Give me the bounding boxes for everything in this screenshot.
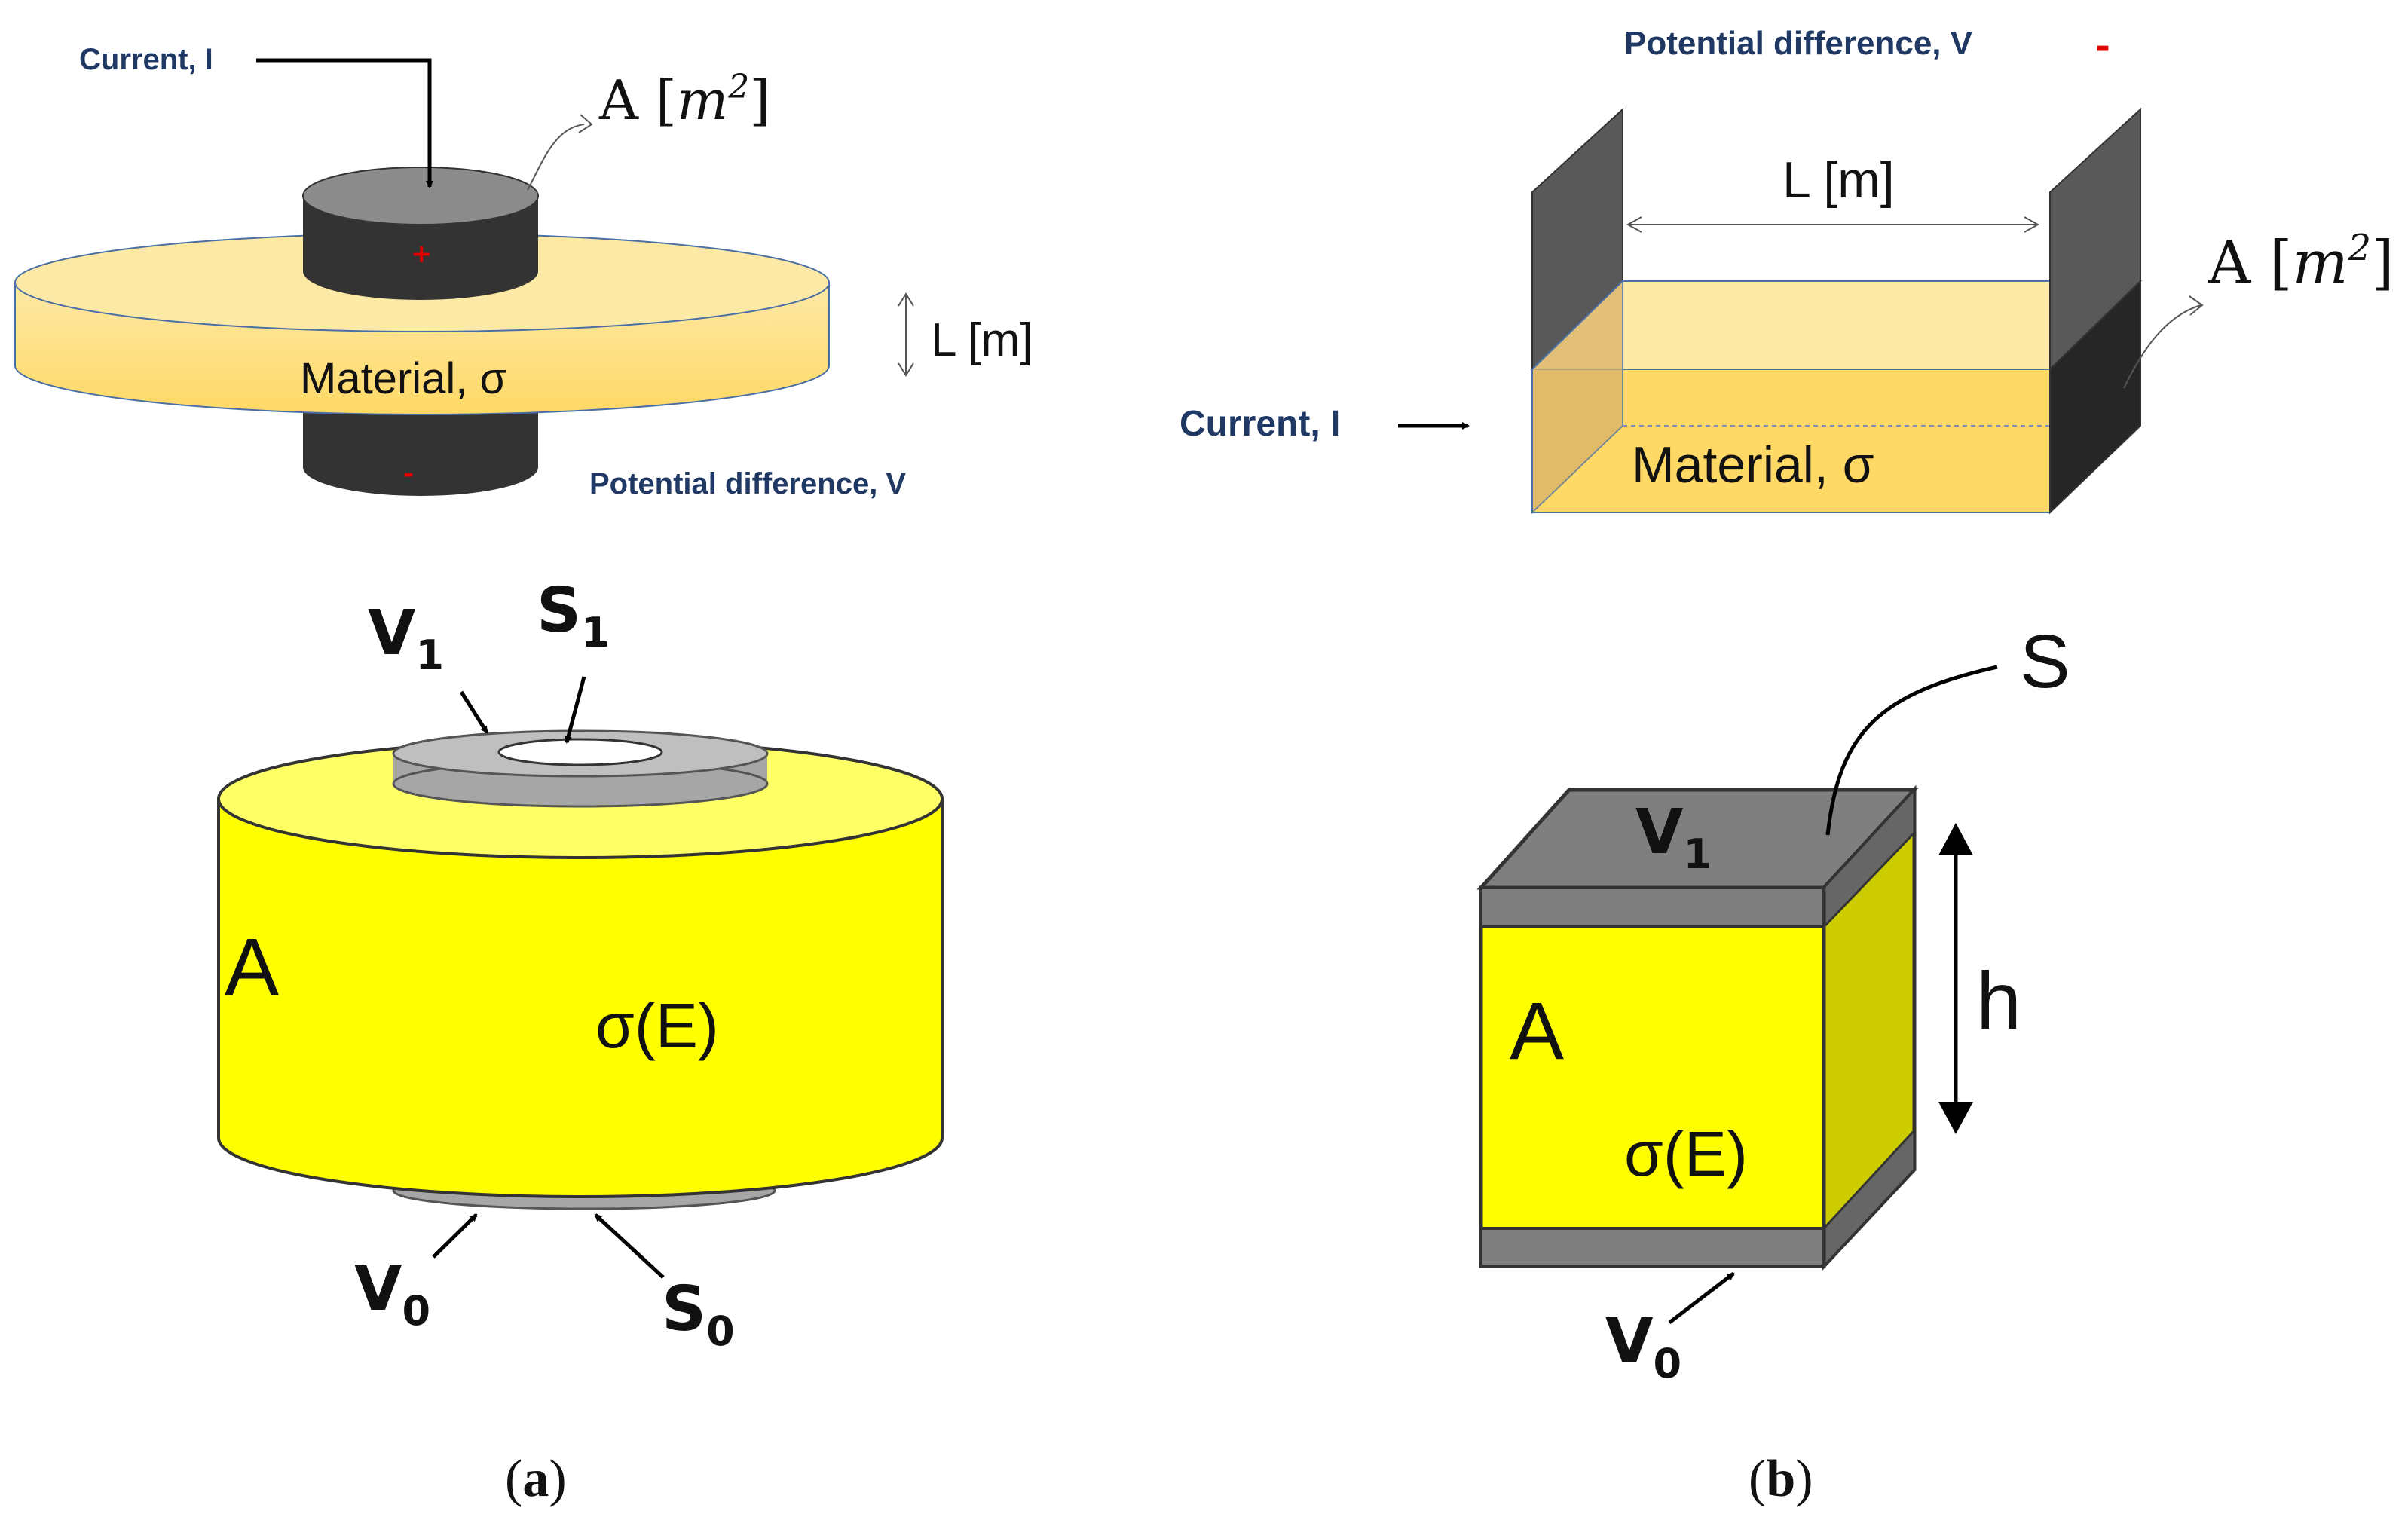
v1-arrow (459, 690, 489, 734)
panel-top-left: + - Current, I A [m2] Material, σ L [m] … (14, 43, 1033, 500)
current-arrow (256, 58, 433, 188)
v0-arrow-b (1668, 1272, 1735, 1324)
panel-top-right: Potential difference, V - L [m] A [m2] C… (1180, 25, 2394, 515)
inner-hole (497, 738, 663, 766)
panel-b: S V1 h A σ(E) V0 (1476, 619, 2070, 1387)
plus-sign: + (411, 239, 433, 269)
v0-arrow (432, 1213, 478, 1259)
s1-label: S1 (537, 575, 610, 656)
top-contact (392, 729, 769, 808)
cube-front-face (1479, 885, 1826, 1268)
length-label-right: L [m] (1782, 151, 1895, 209)
a-label-b: A (1510, 985, 1564, 1076)
yellow-cylinder (217, 739, 944, 1198)
area-curved-arrow-right (2123, 304, 2201, 389)
s1-arrow (565, 676, 586, 744)
cube-top-band (1479, 886, 1825, 928)
v0-label: V0 (354, 1253, 430, 1335)
minus-sign-right: - (2095, 26, 2110, 68)
top-electrode (302, 167, 539, 300)
minus-sign: - (403, 459, 414, 489)
area-curved-arrow (527, 124, 585, 191)
s-label: S (2020, 619, 2070, 704)
a-label: A (225, 921, 279, 1012)
s0-label: S0 (662, 1274, 735, 1355)
v1-label: V1 (368, 598, 444, 679)
sigma-label-b: σ(E) (1624, 1118, 1748, 1189)
length-label: L [m] (931, 314, 1033, 366)
length-arrow-right (1626, 216, 2040, 233)
s-leader-line (1825, 665, 1998, 836)
h-label: h (1976, 955, 2021, 1046)
s0-arrow (594, 1213, 665, 1279)
v0-label-b: V0 (1605, 1306, 1681, 1387)
thickness-arrow (898, 292, 914, 377)
panel-a: V1 S1 A σ(E) V0 S0 (217, 575, 944, 1355)
material-label: Material, σ (300, 354, 506, 403)
material-label-right: Material, σ (1632, 436, 1874, 494)
area-label-right: A [m2] (2208, 227, 2394, 297)
cube-bottom-band (1479, 1227, 1825, 1268)
material-top-face (1530, 280, 2143, 370)
v1-label-b: V1 (1635, 797, 1712, 878)
potential-label-right: Potential difference, V (1624, 25, 1973, 62)
sigma-label: σ(E) (595, 990, 719, 1061)
right-plate-lower (2049, 279, 2141, 515)
material-disk (14, 233, 830, 415)
current-label-right: Current, I (1180, 404, 1340, 444)
height-arrow (1938, 823, 1973, 1134)
current-label: Current, I (79, 43, 213, 76)
caption-a: (a) (505, 1450, 567, 1508)
potential-label: Potential difference, V (589, 467, 906, 500)
area-label: A [m2] (598, 68, 770, 132)
caption-b: (b) (1749, 1450, 1813, 1508)
